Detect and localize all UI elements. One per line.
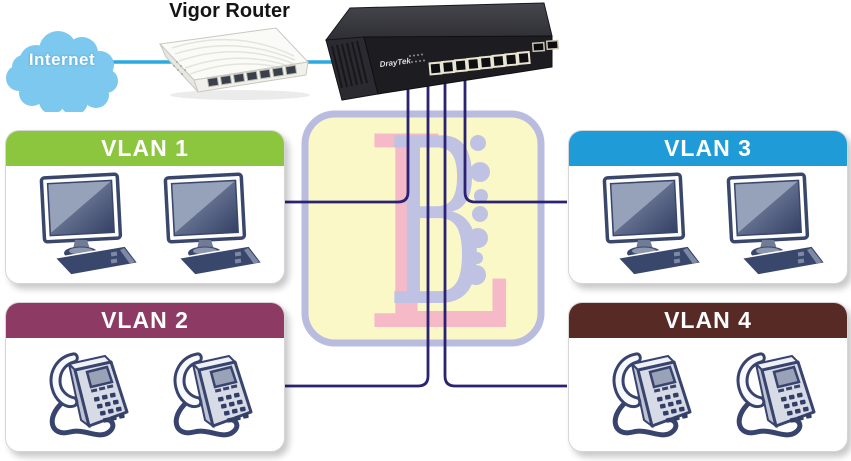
vlan1-header: VLAN 1 <box>6 131 284 166</box>
watermark-dots <box>466 135 490 285</box>
vlan4-link-line <box>443 78 567 388</box>
switch-device: DrayTek <box>324 2 560 101</box>
switch-ports <box>428 50 531 76</box>
watermark-logo: L B <box>301 108 545 350</box>
switch-leds <box>409 53 425 63</box>
computer-icon <box>602 172 702 276</box>
vlan4-devices <box>569 338 847 448</box>
vlan3-box: VLAN 3 <box>568 130 848 284</box>
ip-phone-icon <box>714 342 826 448</box>
vlan2-header: VLAN 2 <box>6 303 284 338</box>
cloud-icon <box>6 31 118 112</box>
vlan4-header: VLAN 4 <box>569 303 847 338</box>
computer-icon <box>163 172 263 276</box>
vlan1-label: VLAN 1 <box>101 135 189 161</box>
computer-icon <box>726 172 826 276</box>
ip-phone-icon <box>151 342 263 448</box>
vlan2-devices <box>6 338 284 448</box>
watermark-letter-b: B <box>387 108 485 350</box>
vlan3-devices <box>569 166 847 276</box>
vlan1-link-line <box>285 78 410 204</box>
internet-cloud: Internet <box>2 20 122 112</box>
vlan1-devices <box>6 166 284 276</box>
switch-vents <box>331 40 368 89</box>
ip-phone-icon <box>27 342 139 448</box>
watermark-letter-l: L <box>362 108 511 350</box>
vlan4-label: VLAN 4 <box>664 307 752 333</box>
router-label: Vigor Router <box>169 0 290 22</box>
vlan3-link-line <box>463 78 567 204</box>
vlan2-box: VLAN 2 <box>5 302 285 452</box>
router-ports <box>206 64 298 88</box>
switch-sfp-slots <box>531 39 560 53</box>
switch-brand-label: DrayTek <box>379 56 412 69</box>
router-leds <box>173 61 186 75</box>
router-device <box>158 27 310 100</box>
internet-label: Internet <box>28 50 96 70</box>
vlan1-box: VLAN 1 <box>5 130 285 284</box>
vlan2-link-line <box>285 78 430 388</box>
computer-icon <box>39 172 139 276</box>
vlan2-label: VLAN 2 <box>101 307 189 333</box>
vlan3-label: VLAN 3 <box>664 135 752 161</box>
vlan3-header: VLAN 3 <box>569 131 847 166</box>
vlan4-box: VLAN 4 <box>568 302 848 452</box>
ip-phone-icon <box>590 342 702 448</box>
